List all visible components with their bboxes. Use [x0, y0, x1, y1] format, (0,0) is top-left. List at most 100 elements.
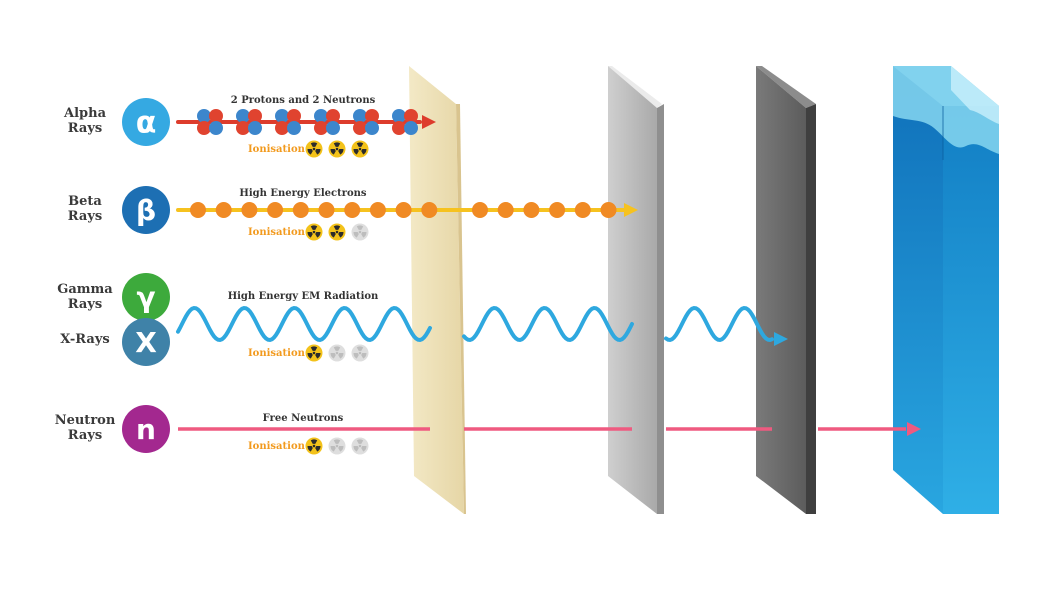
gamma-rays-label: Gamma Rays: [40, 282, 130, 312]
radiation-trefoil-icon: [305, 437, 323, 455]
xray-symbol: X: [135, 326, 157, 359]
water-surface-highlight: [951, 66, 999, 124]
x-rays-label: X-Rays: [40, 332, 130, 347]
neutron-particle: [287, 121, 301, 135]
proton-particle: [314, 121, 328, 135]
radiation-trefoil-icon: [351, 140, 369, 158]
radiation-trefoil-icon: [328, 140, 346, 158]
beta-symbol: β: [136, 194, 156, 227]
trefoil-blade: [315, 149, 321, 155]
proton-particle: [353, 121, 367, 135]
trefoil-blade: [307, 232, 313, 238]
label-line: Neutron: [54, 413, 116, 428]
neutron-rays-label: Neutron Rays: [40, 413, 130, 443]
trefoil-blade: [353, 149, 359, 155]
electron-particle: [241, 202, 258, 218]
radiation-trefoil-icon: [328, 223, 346, 241]
trefoil-blade: [307, 149, 313, 155]
ionisation-label: Ionisation: [248, 144, 306, 155]
water-block-side: [943, 106, 999, 514]
neutron-particle: [392, 109, 406, 123]
electron-particle: [395, 202, 412, 218]
neutron-particle: [275, 109, 289, 123]
trefoil-blade: [307, 353, 313, 359]
trefoil-blade: [361, 149, 367, 155]
arrow-head-icon: [774, 332, 788, 346]
trefoil-blade: [307, 446, 313, 452]
beta-rays-label: Beta Rays: [40, 194, 130, 224]
ionisation-label: Ionisation: [248, 227, 306, 238]
neutron-particle: [365, 121, 379, 135]
alpha-symbol-circle: [122, 98, 170, 146]
proton-particle: [209, 109, 223, 123]
trefoil-center: [335, 351, 339, 355]
electron-particle: [421, 202, 438, 218]
trefoil-blade: [361, 232, 367, 238]
trefoil-blade: [356, 142, 364, 148]
radiation-trefoil-icon: [305, 223, 323, 241]
label-line: Rays: [67, 121, 103, 136]
neutron-particle: [353, 109, 367, 123]
trefoil-blade: [356, 346, 364, 352]
electron-particle: [267, 202, 284, 218]
neutron-particle: [314, 109, 328, 123]
trefoil-blade: [353, 353, 359, 359]
em-wave-segment: [664, 305, 774, 343]
radiation-trefoil-icon: [328, 437, 346, 455]
alpha-symbol: α: [136, 106, 157, 141]
lead-barrier-side: [806, 104, 816, 514]
electron-particle: [549, 202, 566, 218]
lead-barrier-top: [756, 66, 816, 108]
trefoil-blade: [338, 446, 344, 452]
trefoil-blade: [361, 446, 367, 452]
aluminium-barrier-front: [608, 66, 657, 514]
trefoil-blade: [315, 353, 321, 359]
aluminium-barrier-side: [657, 104, 664, 514]
alpha-rays-label: Alpha Rays: [40, 106, 130, 136]
label-line: Gamma: [57, 282, 113, 297]
label-line: X-Rays: [60, 332, 110, 347]
neutron-particle: [209, 121, 223, 135]
radiation-trefoil-icon: [351, 223, 369, 241]
electron-particle: [523, 202, 540, 218]
radiation-trefoil-icon: [351, 437, 369, 455]
trefoil-center: [358, 230, 362, 234]
label-line: Beta: [68, 194, 102, 209]
electron-particle: [190, 202, 206, 218]
arrow-head-icon: [624, 203, 638, 217]
proton-particle: [326, 109, 340, 123]
proton-particle: [275, 121, 289, 135]
aluminium-barrier-top: [608, 66, 662, 108]
proton-particle: [197, 121, 211, 135]
proton-particle: [248, 109, 262, 123]
trefoil-blade: [330, 232, 336, 238]
trefoil-blade: [361, 353, 367, 359]
electron-particle: [292, 202, 309, 218]
trefoil-center: [312, 147, 316, 151]
trefoil-blade: [353, 446, 359, 452]
electron-particle: [369, 202, 386, 218]
neutron-particle: [236, 109, 250, 123]
trefoil-center: [312, 351, 316, 355]
trefoil-blade: [338, 232, 344, 238]
trefoil-blade: [310, 225, 318, 231]
trefoil-blade: [333, 439, 341, 445]
trefoil-blade: [333, 225, 341, 231]
trefoil-blade: [310, 142, 318, 148]
neutron-particle: [248, 121, 262, 135]
trefoil-center: [358, 147, 362, 151]
neutron-symbol-circle: [122, 405, 170, 453]
proton-particle: [287, 109, 301, 123]
trefoil-blade: [310, 346, 318, 352]
arrow-head-icon: [422, 115, 436, 129]
trefoil-blade: [353, 232, 359, 238]
trefoil-center: [358, 351, 362, 355]
trefoil-blade: [315, 446, 321, 452]
trefoil-blade: [338, 353, 344, 359]
radiation-trefoil-icon: [305, 140, 323, 158]
trefoil-blade: [330, 446, 336, 452]
trefoil-blade: [333, 142, 341, 148]
arrow-head-icon: [907, 422, 921, 436]
ionisation-label: Ionisation: [248, 348, 306, 359]
